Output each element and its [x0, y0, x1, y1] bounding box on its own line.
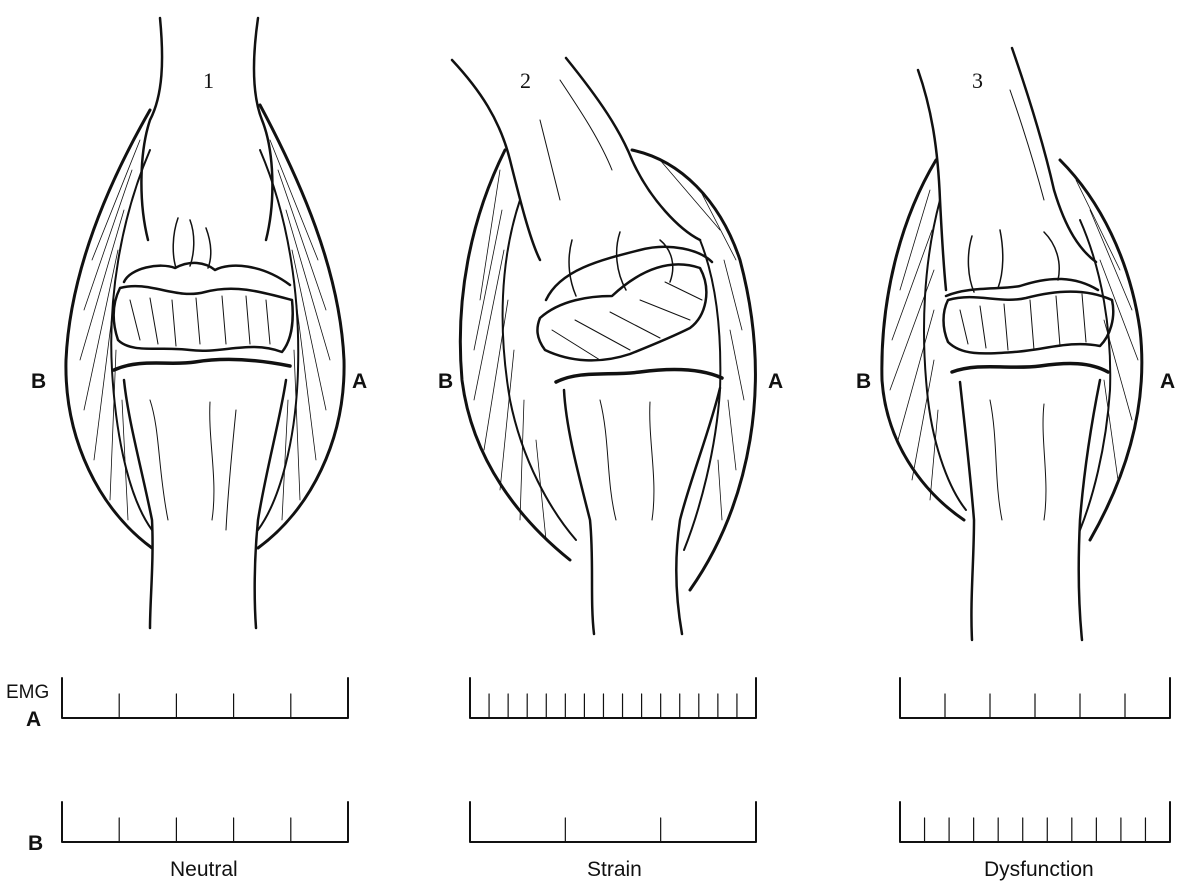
joint-dysfunction-drawing	[882, 48, 1142, 640]
emg-b-trace-2	[470, 802, 756, 842]
ligament-a	[1060, 160, 1142, 540]
tibia-bone	[124, 380, 286, 628]
femoral-condyles	[546, 247, 712, 300]
ligament-a-label-3: A	[1160, 370, 1175, 394]
caption-dysfunction: Dysfunction	[984, 858, 1094, 882]
joint-line	[556, 370, 722, 382]
femur-bone	[452, 58, 700, 260]
emg-a-trace-1	[62, 678, 348, 718]
ligament-a-label-2: A	[768, 370, 783, 394]
ligament-b-label-3: B	[856, 370, 871, 394]
ligament-b-label-2: B	[438, 370, 453, 394]
emg-row-b-label: B	[28, 832, 43, 856]
emg-b-trace-3	[900, 802, 1170, 842]
joint-line	[952, 364, 1108, 372]
emg-traces	[62, 678, 1170, 842]
caption-neutral: Neutral	[170, 858, 238, 882]
panel-number-1: 1	[203, 68, 214, 94]
ligament-a-label-1: A	[352, 370, 367, 394]
emg-row-a-label: A	[26, 708, 41, 732]
meniscus	[944, 292, 1114, 354]
meniscus	[114, 286, 293, 352]
emg-a-trace-2	[470, 678, 756, 718]
emg-label: EMG	[6, 682, 49, 704]
femur-bone	[141, 18, 272, 240]
panel-number-3: 3	[972, 68, 983, 94]
femoral-condyles	[946, 279, 1098, 296]
femoral-condyles	[124, 263, 290, 285]
joint-strain-drawing	[452, 58, 755, 634]
joint-line	[114, 359, 290, 370]
caption-strain: Strain	[587, 858, 642, 882]
ligament-b-label-1: B	[31, 370, 46, 394]
emg-b-trace-1	[62, 802, 348, 842]
tibia-bone	[960, 380, 1100, 640]
joint-neutral-drawing	[66, 18, 344, 628]
panel-number-2: 2	[520, 68, 531, 94]
ligament-b	[460, 150, 570, 560]
